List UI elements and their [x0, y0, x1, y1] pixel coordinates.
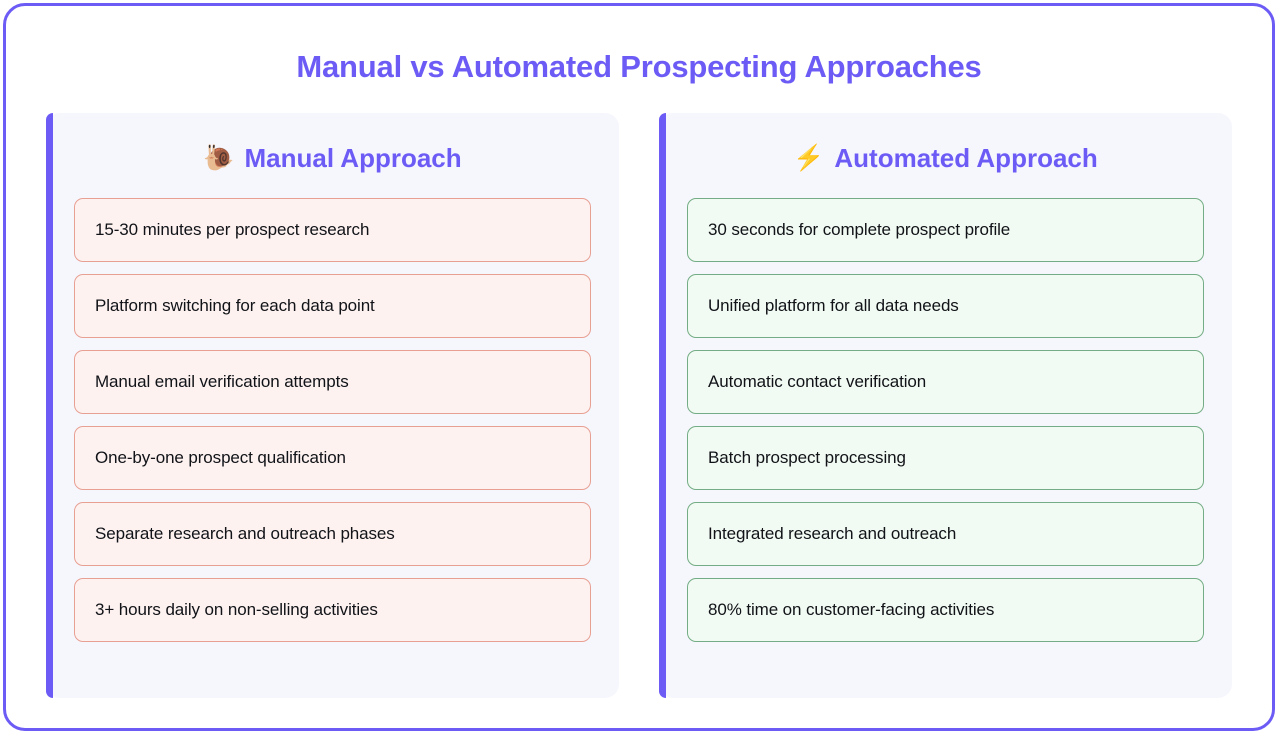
list-item: Batch prospect processing [687, 426, 1204, 491]
panel-accent-bar-automated [659, 113, 666, 698]
panel-heading-label-automated: Automated Approach [834, 143, 1098, 173]
list-item: Unified platform for all data needs [687, 274, 1204, 339]
comparison-columns: 🐌 Manual Approach 15-30 minutes per pros… [6, 85, 1272, 698]
list-item: 3+ hours daily on non-selling activities [74, 578, 591, 643]
card-list-automated: 30 seconds for complete prospect profile… [687, 198, 1204, 643]
panel-heading-label-manual: Manual Approach [244, 143, 462, 173]
list-item: One-by-one prospect qualification [74, 426, 591, 491]
list-item: 30 seconds for complete prospect profile [687, 198, 1204, 263]
list-item: Platform switching for each data point [74, 274, 591, 339]
page-title: Manual vs Automated Prospecting Approach… [296, 49, 982, 84]
snail-icon: 🐌 [203, 144, 235, 173]
panel-automated: ⚡ Automated Approach 30 seconds for comp… [659, 113, 1232, 698]
card-list-manual: 15-30 minutes per prospect research Plat… [74, 198, 591, 643]
list-item: Automatic contact verification [687, 350, 1204, 415]
panel-heading-automated: ⚡ Automated Approach [687, 143, 1204, 174]
lightning-bolt-icon: ⚡ [793, 144, 825, 173]
panel-accent-bar-manual [46, 113, 53, 698]
list-item: Manual email verification attempts [74, 350, 591, 415]
list-item: Integrated research and outreach [687, 502, 1204, 567]
list-item: 80% time on customer-facing activities [687, 578, 1204, 643]
list-item: 15-30 minutes per prospect research [74, 198, 591, 263]
panel-heading-manual: 🐌 Manual Approach [74, 143, 591, 174]
list-item: Separate research and outreach phases [74, 502, 591, 567]
page-frame: Manual vs Automated Prospecting Approach… [3, 3, 1275, 731]
panel-manual: 🐌 Manual Approach 15-30 minutes per pros… [46, 113, 619, 698]
